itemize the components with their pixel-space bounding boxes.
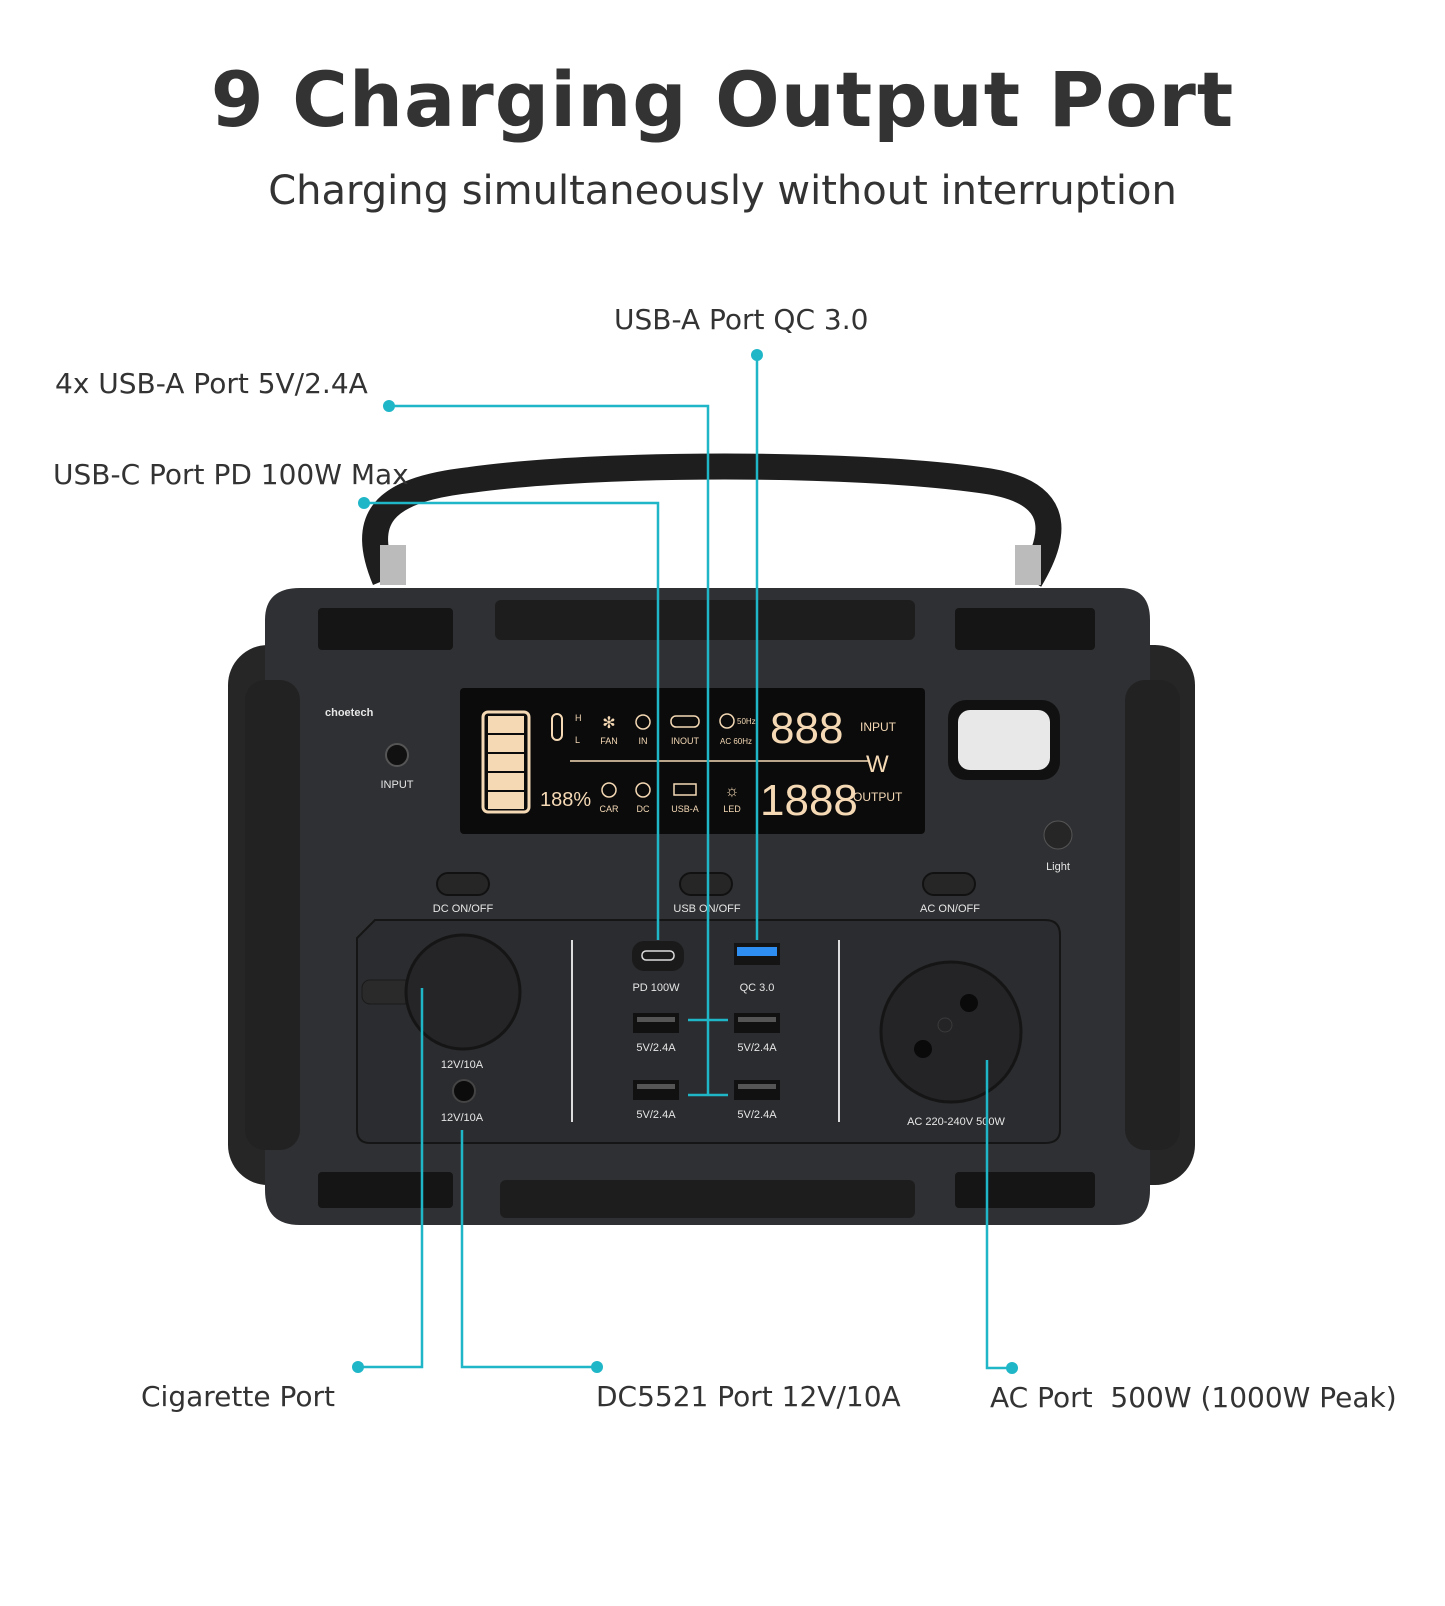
ac-onoff-label: AC ON/OFF	[920, 903, 980, 915]
light-button[interactable]	[1043, 820, 1073, 850]
lcd-usb-a: USB-A	[671, 804, 699, 814]
callout-dc5521: DC5521 Port 12V/10A	[596, 1380, 901, 1413]
dc5521-port	[452, 1079, 476, 1103]
usb-a-qc-port-label: QC 3.0	[740, 982, 775, 994]
usb-a-port-label: 5V/2.4A	[737, 1109, 777, 1121]
lcd-dc: DC	[637, 804, 650, 814]
callout-lines	[358, 355, 1012, 1370]
lcd-input-digits: 888	[770, 704, 843, 753]
usb-c-icon	[670, 715, 700, 728]
lcd-ac-60hz: AC 60Hz	[720, 737, 752, 746]
lcd-unit: W	[866, 751, 889, 778]
page-title: 9 Charging Output Port	[210, 55, 1235, 144]
brand-logo: choetech	[325, 707, 374, 719]
lcd-50hz: 50Hz	[737, 717, 756, 726]
lcd-inout: INOUT	[671, 736, 700, 746]
ac-wave-icon	[719, 713, 735, 729]
ac-port-label: AC 220-240V 500W	[907, 1116, 1005, 1128]
dc-onoff-label: DC ON/OFF	[433, 903, 494, 915]
ac-socket	[879, 960, 1023, 1104]
usb-c-port	[632, 941, 684, 971]
callout-dots	[352, 349, 1018, 1374]
ac-onoff-button[interactable]	[922, 872, 976, 896]
usb-a-ports	[633, 1013, 780, 1100]
lcd-output-digits: 1888	[760, 776, 858, 825]
usb-onoff-button[interactable]	[679, 872, 733, 896]
dc5521-port-label: 12V/10A	[441, 1112, 484, 1124]
usb-a-port	[734, 1013, 780, 1033]
lightning-icon	[635, 714, 651, 730]
car-icon	[601, 782, 617, 798]
callout-ac: AC Port 500W (1000W Peak)	[990, 1381, 1397, 1414]
lcd-temp-high: H	[575, 713, 582, 723]
lcd-percent: 188%	[540, 789, 591, 811]
lcd-led: LED	[723, 804, 741, 814]
lcd-fan: FAN	[600, 736, 618, 746]
bulb-icon: ☼	[725, 783, 740, 800]
handle-mount-right	[1015, 545, 1041, 585]
lcd-temp-low: L	[575, 735, 580, 745]
dc-onoff-button[interactable]	[436, 872, 490, 896]
thermometer-icon	[551, 713, 563, 741]
usb-c-port-label: PD 100W	[632, 982, 680, 994]
usb-a-port	[633, 1080, 679, 1100]
callout-usb-c: USB-C Port PD 100W Max	[53, 458, 409, 491]
usb-a-icon	[673, 783, 697, 796]
usb-a-port-label: 5V/2.4A	[636, 1042, 676, 1054]
lcd-car: CAR	[599, 804, 619, 814]
callout-usb-a-qc: USB-A Port QC 3.0	[614, 303, 869, 336]
usb-a-port-label: 5V/2.4A	[737, 1042, 777, 1054]
lcd-in: IN	[639, 736, 648, 746]
usb-a-port	[734, 1080, 780, 1100]
callout-cigarette: Cigarette Port	[141, 1380, 335, 1413]
fan-icon: ✻	[602, 715, 615, 732]
battery-icon	[481, 710, 531, 814]
handle-mount-left	[380, 545, 406, 585]
dc-icon	[635, 782, 651, 798]
usb-a-port-label: 5V/2.4A	[636, 1109, 676, 1121]
cigarette-port-cap	[404, 933, 522, 1051]
lcd-output-label: OUTPUT	[853, 790, 903, 804]
page-subtitle: Charging simultaneously without interrup…	[268, 168, 1177, 214]
usb-a-port	[633, 1013, 679, 1033]
light-label: Light	[1046, 861, 1070, 873]
cigarette-port-label: 12V/10A	[441, 1059, 484, 1071]
handle	[362, 453, 1062, 587]
callout-usb-a-4x: 4x USB-A Port 5V/2.4A	[55, 367, 368, 400]
input-port-label: INPUT	[381, 779, 414, 791]
lcd-input-label: INPUT	[860, 720, 897, 734]
input-port	[385, 743, 409, 767]
